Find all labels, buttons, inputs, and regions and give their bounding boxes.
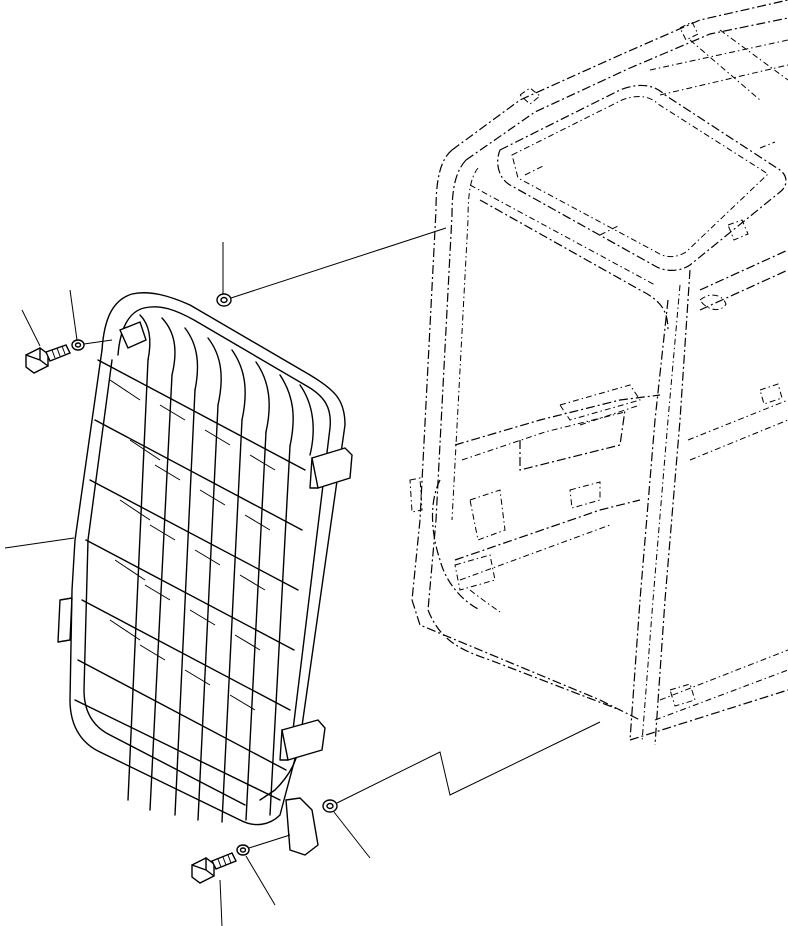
callout-leader-lower-washer-right xyxy=(333,811,371,859)
front-guard xyxy=(57,292,353,856)
cab-frame xyxy=(409,0,788,746)
callout-leader-upper-washer-left xyxy=(69,289,78,341)
callout-leader-lower-bolt xyxy=(219,879,223,926)
callout-leader-front-guard xyxy=(4,537,75,549)
lower-washer-left xyxy=(236,844,250,856)
callout-leader-lower-washer-left xyxy=(245,855,276,906)
callout-leaders xyxy=(4,242,371,926)
lower-bolt xyxy=(191,852,237,884)
upper-washer-left xyxy=(71,339,85,351)
callout-leader-upper-bolt xyxy=(21,309,41,347)
upper-bolt xyxy=(25,344,71,374)
lower-washer-right xyxy=(322,799,338,813)
upper-washer-right xyxy=(216,293,232,307)
assembly-lines xyxy=(83,227,601,849)
